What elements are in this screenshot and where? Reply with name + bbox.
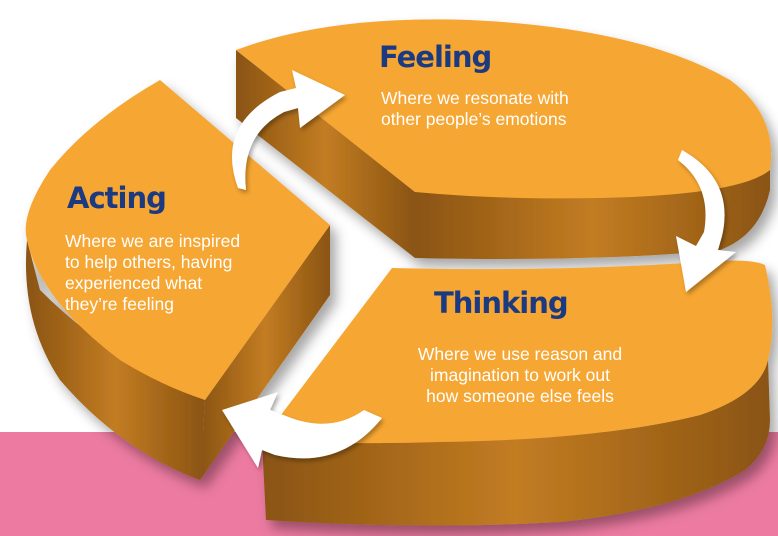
thinking-title: Thinking [434,286,569,320]
curved-arrow-icon [676,150,736,292]
arrow-thinking-to-acting [222,392,382,468]
curved-arrow-icon [231,70,345,190]
thinking-segment-top [262,260,773,444]
feeling-description: Where we resonate with other people’s em… [381,88,569,129]
acting-description: Where we are inspired to help others, ha… [65,231,241,314]
feeling-segment-top [236,19,772,199]
acting-segment-side [25,240,206,480]
curved-arrow-icon [222,392,382,468]
feeling-segment [236,19,772,259]
acting-segment-top [25,80,330,400]
arrow-feeling-to-thinking [676,150,736,292]
thinking-segment-side [262,360,770,526]
thinking-segment [262,260,773,526]
arrow-acting-to-feeling [231,70,345,190]
thinking-description: Where we use reason and imagination to w… [417,344,623,406]
feeling-title: Feeling [379,40,492,74]
acting-title: Acting [67,181,167,215]
